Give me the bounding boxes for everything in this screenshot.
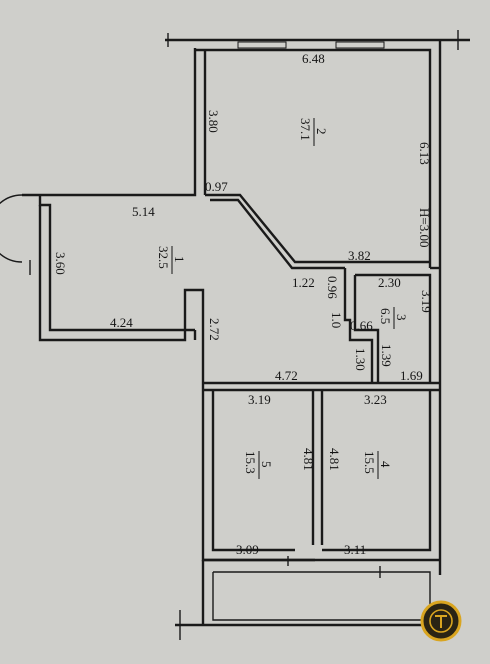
room-5-area: 15.3 xyxy=(243,451,258,474)
entrance-arc xyxy=(0,194,23,263)
dim-corridor-d: 0.66 xyxy=(350,318,373,333)
dim-hall-width: 4.72 xyxy=(275,368,298,383)
dim-top-width: 6.48 xyxy=(302,51,325,66)
dim-corridor-a: 1.22 xyxy=(292,275,315,290)
room-2-label: 2 37.1 xyxy=(298,118,329,146)
dim-room3-width: 2.30 xyxy=(378,275,401,290)
room-4-label: 4 15.5 xyxy=(362,451,393,479)
dim-room1-bottom: 4.24 xyxy=(110,315,133,330)
dim-corridor-c: 1.0 xyxy=(329,312,344,328)
dim-room5-width: 3.19 xyxy=(248,392,271,407)
dim-room3-height: 3.19 xyxy=(419,290,434,313)
dim-room4-width: 3.23 xyxy=(364,392,387,407)
room-1-label: 1 32.5 xyxy=(156,246,187,274)
room-5-label: 5 15.3 xyxy=(243,451,274,479)
room-5-number: 5 xyxy=(259,461,274,468)
dim-corridor-g: 1.69 xyxy=(400,368,423,383)
dim-room2-bottom: 3.82 xyxy=(348,248,371,263)
room-2-area: 37.1 xyxy=(298,118,313,141)
dim-room5-bottom: 3.09 xyxy=(236,542,259,557)
dim-room4-bottom: 3.11 xyxy=(344,542,366,557)
dim-room2-right: 6.13 xyxy=(417,142,432,165)
dim-room4-height: 4.81 xyxy=(327,448,342,471)
room-1-number: 1 xyxy=(172,256,187,263)
dim-room1-top: 5.14 xyxy=(132,204,155,219)
dimension-labels: 6.48 3.80 6.13 0.97 5.14 H=3.00 3.82 3.6… xyxy=(53,51,434,557)
room-4-number: 4 xyxy=(378,461,393,468)
room-4-area: 15.5 xyxy=(362,451,377,474)
room-3-label: 3 6.5 xyxy=(378,307,409,329)
dim-room1-left: 3.60 xyxy=(53,252,68,275)
dim-room2-left: 3.80 xyxy=(206,110,221,133)
dim-ceiling-height: H=3.00 xyxy=(417,208,432,247)
dim-room2-corner: 0.97 xyxy=(205,179,228,194)
dim-corridor-e: 1.30 xyxy=(353,348,368,371)
room-3-number: 3 xyxy=(394,314,409,321)
walls xyxy=(22,38,470,627)
room-2-number: 2 xyxy=(314,128,329,135)
room-3-area: 6.5 xyxy=(378,308,393,324)
logo-badge-icon xyxy=(420,600,462,642)
dim-corridor-f: 1.39 xyxy=(379,344,394,367)
dim-room1-step: 2.72 xyxy=(207,318,222,341)
dim-corridor-b: 0.96 xyxy=(325,276,340,299)
room-1-area: 32.5 xyxy=(156,246,171,269)
dim-room5-height: 4.81 xyxy=(301,448,316,471)
windows xyxy=(29,30,459,640)
